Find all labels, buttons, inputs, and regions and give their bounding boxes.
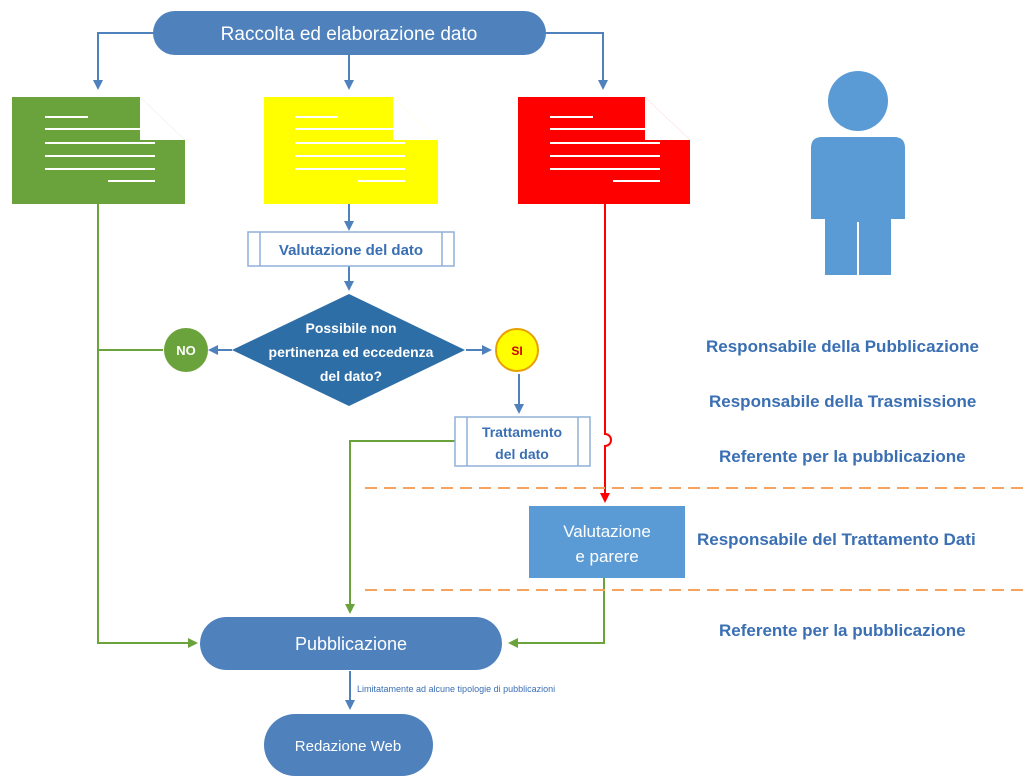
start-node: Raccolta ed elaborazione dato xyxy=(153,11,546,55)
web-label: Redazione Web xyxy=(295,738,401,755)
connector-opinion-publication xyxy=(508,578,605,648)
role-responsabile-pubblicazione: Responsabile della Pubblicazione xyxy=(706,337,980,356)
no-badge: NO xyxy=(164,328,208,372)
question-line-1: Possibile non xyxy=(305,320,396,336)
treatment-process: Trattamento del dato xyxy=(454,416,591,467)
si-label: SI xyxy=(511,344,522,358)
treatment-line-2: del dato xyxy=(495,446,549,462)
question-line-2: pertinenza ed eccedenza xyxy=(269,344,434,360)
question-line-3: del dato? xyxy=(320,368,382,384)
publication-label: Pubblicazione xyxy=(295,634,407,654)
connectors xyxy=(93,32,612,710)
document-green xyxy=(12,97,185,204)
web-node: Redazione Web xyxy=(264,714,433,776)
publication-note: Limitatamente ad alcune tipologie di pub… xyxy=(357,684,555,694)
opinion-line-1: Valutazione xyxy=(563,522,651,541)
document-red xyxy=(518,97,690,204)
opinion-line-2: e parere xyxy=(575,547,638,566)
role-referente-pubblicazione-2: Referente per la pubblicazione xyxy=(719,621,966,640)
document-yellow xyxy=(264,97,438,204)
role-responsabile-trasmissione: Responsabile della Trasmissione xyxy=(709,392,977,411)
evaluation-label: Valutazione del dato xyxy=(279,242,423,259)
connector-green-publication xyxy=(97,204,198,648)
start-label: Raccolta ed elaborazione dato xyxy=(221,24,478,45)
role-referente-pubblicazione-1: Referente per la pubblicazione xyxy=(719,447,966,466)
no-label: NO xyxy=(176,343,196,358)
publication-node: Pubblicazione xyxy=(200,617,502,670)
connector-start-green xyxy=(93,32,155,90)
si-badge: SI xyxy=(495,328,539,372)
opinion-box: Valutazione e parere xyxy=(529,506,685,578)
treatment-line-1: Trattamento xyxy=(482,424,562,440)
connector-red-opinion xyxy=(600,204,612,503)
role-responsabile-trattamento: Responsabile del Trattamento Dati xyxy=(697,530,976,549)
decision-diamond: Possibile non pertinenza ed eccedenza de… xyxy=(232,294,465,406)
person-icon xyxy=(811,71,905,275)
connector-treatment-publication xyxy=(345,440,455,614)
evaluation-process: Valutazione del dato xyxy=(247,231,455,267)
connector-start-red xyxy=(545,32,608,90)
